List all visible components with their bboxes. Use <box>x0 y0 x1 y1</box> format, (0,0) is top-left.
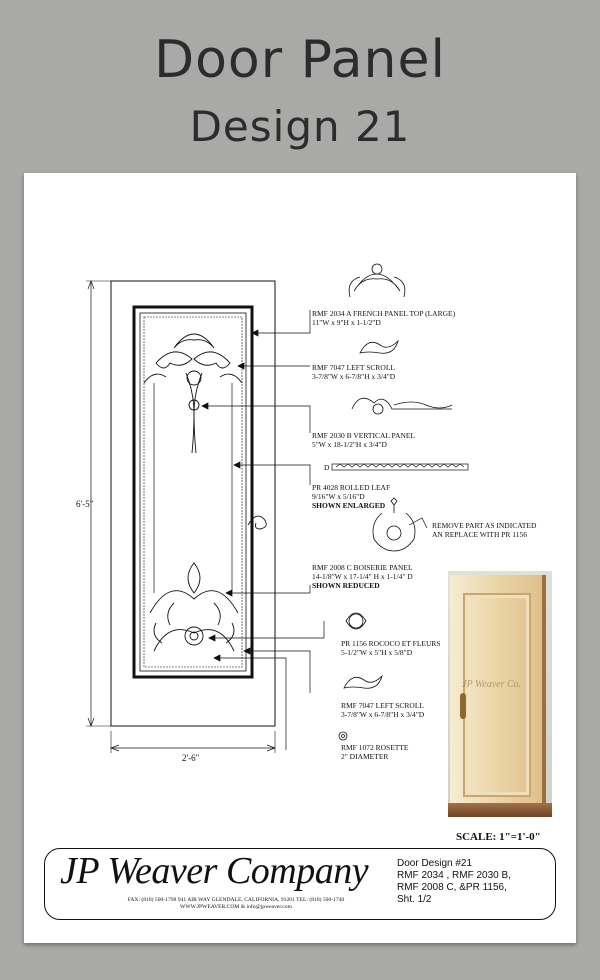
door-photo: JP Weaver Co. <box>448 571 552 817</box>
leader-lines <box>201 310 428 750</box>
callout-1: RMF 2034 A FRENCH PANEL TOP (LARGE)11"W … <box>312 309 456 327</box>
thumb-french-panel-top <box>348 263 406 298</box>
door-handle <box>247 515 267 530</box>
thumb-vertical-panel <box>351 397 453 415</box>
thumb-rococo-fleurs <box>345 612 367 630</box>
thumb-boiserie-panel <box>372 497 416 552</box>
company-address: FAX: (818) 500-1798 941 AIR WAY GLENDALE… <box>127 897 345 910</box>
door-outline <box>110 280 276 727</box>
door-drawing <box>86 263 469 753</box>
photo-door-handle <box>460 693 466 719</box>
company-logo: JP Weaver Company <box>60 850 369 892</box>
thumb-left-scroll-2 <box>343 674 383 689</box>
page-title-line-2: Design 21 <box>189 102 411 151</box>
height-dimension: 6'-5" <box>76 499 94 509</box>
drawing-sheet: 6'-5" 2'-6" D RMF 2034 A FRENCH PANEL TO… <box>24 173 576 943</box>
molding-frame <box>132 305 254 679</box>
thumb-left-scroll-1 <box>359 339 399 354</box>
bottom-ornament <box>149 562 239 652</box>
thumb-rosette <box>338 731 348 741</box>
title-block <box>44 848 556 920</box>
photo-watermark: JP Weaver Co. <box>462 679 522 690</box>
leaf-marker: D <box>324 463 330 472</box>
width-dimension: 2'-6" <box>182 753 200 763</box>
top-ornament <box>143 333 243 454</box>
design-info: Door Design #21 RMF 2034 , RMF 2030 B, R… <box>397 858 511 905</box>
photo-door <box>450 575 546 813</box>
scale-label: SCALE: 1"=1'-0" <box>456 831 541 843</box>
page-title-line-1: Door Panel <box>154 30 446 90</box>
thumb-rolled-leaf <box>331 463 469 471</box>
